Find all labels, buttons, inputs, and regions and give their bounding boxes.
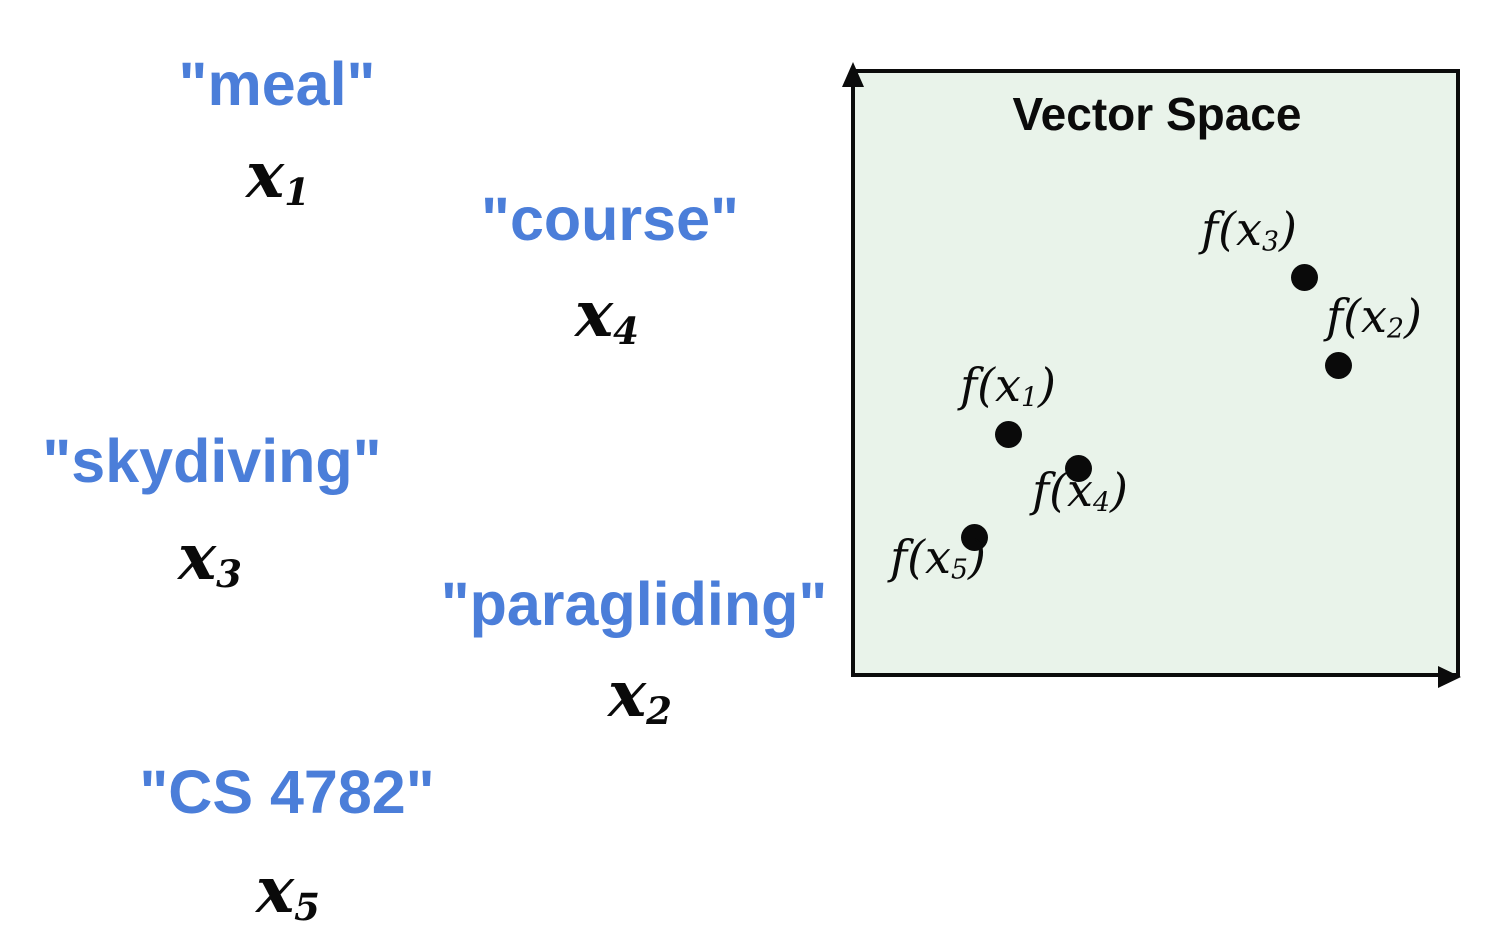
symbol-x3: x3 [178, 526, 242, 593]
point-dot-f-x4 [1065, 455, 1092, 482]
symbol-x5: x5 [256, 859, 320, 926]
symbol-x1: x1 [246, 144, 310, 211]
point-label-f-x3: f(x3) [1201, 206, 1297, 256]
symbol-x4-base: x [575, 277, 614, 352]
point-dot-f-x1 [995, 421, 1022, 448]
point-label-f-x5: f(x5) [890, 534, 986, 584]
word-label-cs4782: "CS 4782" [139, 758, 435, 826]
f-x3-sub: 3 [1261, 226, 1279, 258]
f-x3-pre: f(x [1201, 202, 1262, 256]
symbol-x1-subscript: 1 [284, 170, 310, 215]
point-dot-f-x5 [961, 524, 988, 551]
point-dot-f-x3 [1291, 264, 1318, 291]
f-x2-pre: f(x [1326, 289, 1387, 343]
f-x3-post: ) [1278, 202, 1297, 256]
symbol-x4: x4 [575, 283, 639, 350]
f-x5-pre: f(x [890, 530, 951, 584]
symbol-x5-subscript: 5 [294, 885, 320, 930]
word-label-meal: "meal" [178, 50, 376, 118]
symbol-x4-subscript: 4 [613, 309, 639, 354]
f-x4-sub: 4 [1092, 487, 1110, 519]
y-axis-arrowhead-icon [842, 62, 864, 87]
symbol-x2-base: x [608, 657, 647, 732]
vector-space-box [851, 69, 1460, 677]
f-x5-post: ) [967, 530, 986, 584]
symbol-x3-subscript: 3 [216, 552, 242, 597]
word-label-course: "course" [481, 185, 739, 253]
point-dot-f-x2 [1325, 352, 1352, 379]
symbol-x2: x2 [608, 663, 672, 730]
f-x1-post: ) [1037, 358, 1056, 412]
word-label-skydiving: "skydiving" [42, 427, 382, 495]
symbol-x3-base: x [178, 520, 217, 595]
vector-space-title: Vector Space [1012, 88, 1302, 140]
symbol-x2-subscript: 2 [646, 689, 672, 734]
f-x5-sub: 5 [950, 554, 968, 586]
f-x2-post: ) [1403, 289, 1422, 343]
point-label-f-x1: f(x1) [960, 362, 1056, 412]
point-label-f-x2: f(x2) [1326, 293, 1422, 343]
symbol-x1-base: x [246, 138, 285, 213]
x-axis-arrowhead-icon [1438, 666, 1461, 688]
f-x4-post: ) [1109, 463, 1128, 517]
f-x1-sub: 1 [1020, 382, 1038, 414]
f-x1-pre: f(x [960, 358, 1021, 412]
word-label-paragliding: "paragliding" [440, 570, 828, 638]
f-x2-sub: 2 [1386, 313, 1404, 345]
symbol-x5-base: x [256, 853, 295, 928]
